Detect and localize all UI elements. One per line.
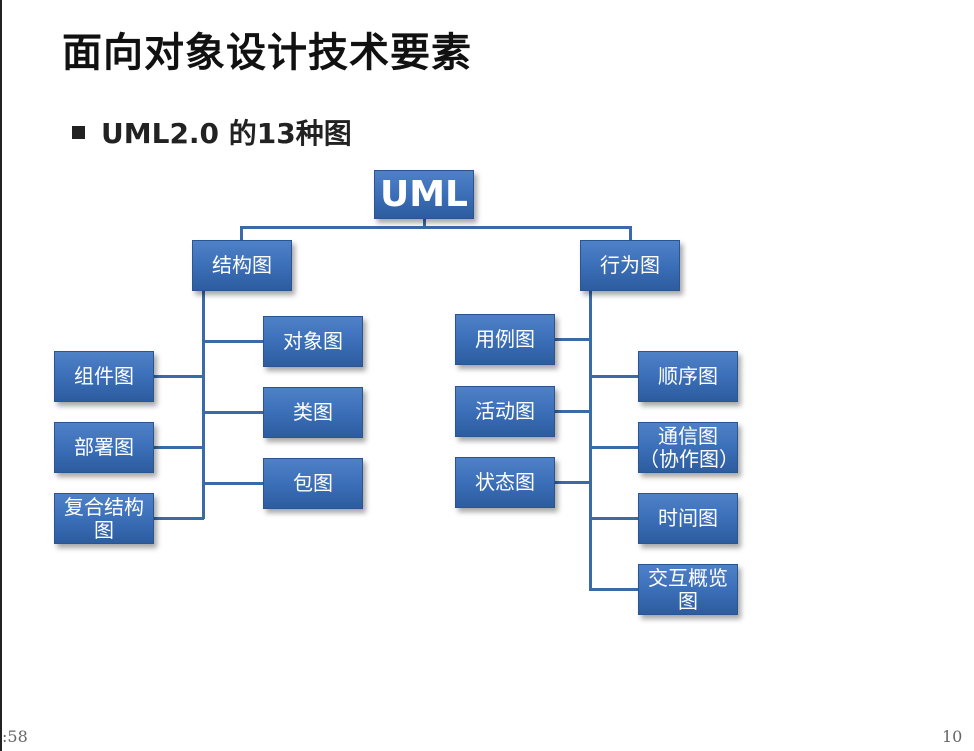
footer-time: :58 <box>2 727 28 746</box>
page-number: 10 <box>942 727 963 746</box>
behavior-diagram-node: 行为图 <box>580 240 680 291</box>
object-diagram-node: 对象图 <box>263 316 363 367</box>
bullet-text: UML2.0 的13种图 <box>101 117 352 150</box>
connector-to-object-diagram <box>202 340 264 343</box>
connector-to-composite-diagram <box>154 517 204 520</box>
left-edge-rule <box>0 0 2 751</box>
connector-to-package-diagram <box>202 482 264 485</box>
communication-diagram-node: 通信图 （协作图） <box>638 422 739 473</box>
connector-to-activity-diagram <box>555 410 591 413</box>
connector-to-structure <box>240 226 243 240</box>
sequence-diagram-node: 顺序图 <box>638 351 738 402</box>
connector-to-class-diagram <box>202 411 264 414</box>
structure-diagram-node: 结构图 <box>192 240 292 291</box>
connector-to-component-diagram <box>154 375 204 378</box>
connector-to-communication-diagram <box>589 446 639 449</box>
connector-to-interaction-overview-diagram <box>589 588 639 591</box>
state-diagram-node: 状态图 <box>455 457 555 508</box>
connector-to-behavior <box>629 226 632 240</box>
bullet-square-icon <box>72 125 85 139</box>
connector-to-deployment-diagram <box>154 446 204 449</box>
interaction-overview-diagram-node: 交互概览 图 <box>638 564 738 615</box>
activity-diagram-node: 活动图 <box>455 386 555 437</box>
connector-to-usecase-diagram <box>555 338 591 341</box>
connector-to-sequence-diagram <box>589 375 639 378</box>
bullet-line: UML2.0 的13种图 <box>72 112 352 152</box>
connector-top-horizontal <box>240 226 632 229</box>
usecase-diagram-node: 用例图 <box>455 314 555 365</box>
connector-to-timing-diagram <box>589 517 639 520</box>
package-diagram-node: 包图 <box>263 458 363 509</box>
connector-root-down <box>423 219 426 228</box>
class-diagram-node: 类图 <box>263 387 363 438</box>
deployment-diagram-node: 部署图 <box>54 422 154 473</box>
slide-title: 面向对象设计技术要素 <box>62 30 472 76</box>
connector-behavior-trunk <box>589 291 592 591</box>
composite-structure-diagram-node: 复合结构 图 <box>54 493 154 544</box>
timing-diagram-node: 时间图 <box>638 493 738 544</box>
connector-to-state-diagram <box>555 481 591 484</box>
uml-root-node: UML <box>374 170 474 219</box>
component-diagram-node: 组件图 <box>54 351 154 402</box>
connector-structure-trunk <box>202 291 205 519</box>
